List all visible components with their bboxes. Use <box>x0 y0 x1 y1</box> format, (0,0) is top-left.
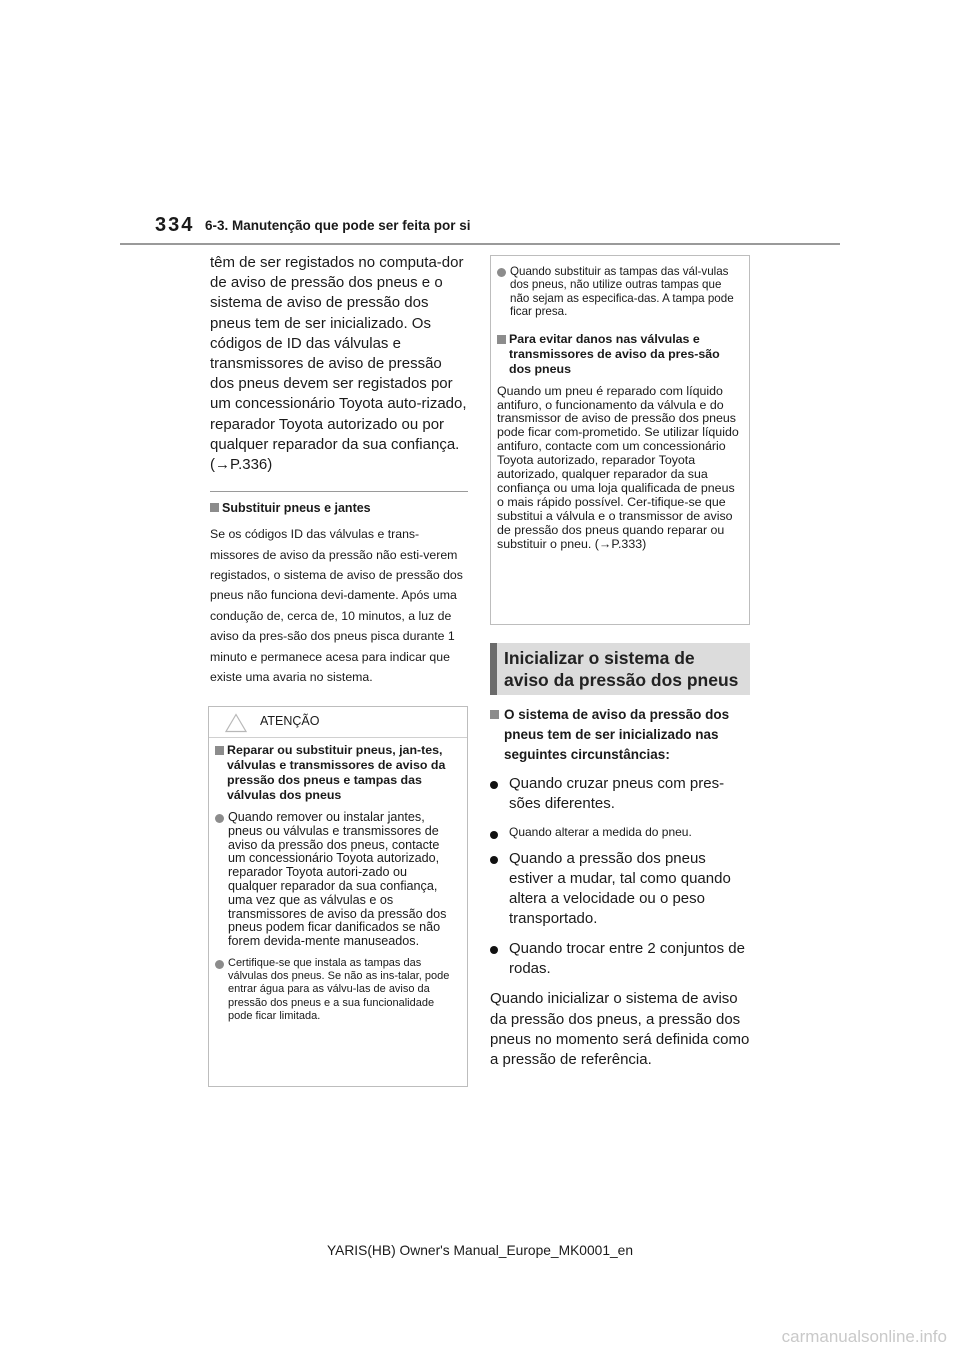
condition-heading: O sistema de aviso da pressão dos pneus … <box>490 705 752 765</box>
list-item-text: Quando substituir as tampas das vál-vula… <box>510 265 734 319</box>
right-column: Quando substituir as tampas das vál-vula… <box>490 255 750 625</box>
list-item-text: Certifique-se que instala as tampas das … <box>228 956 450 1022</box>
list-item: Quando cruzar pneus com pres-sões difere… <box>490 774 752 815</box>
list-item: Quando substituir as tampas das vál-vula… <box>497 265 741 319</box>
square-bullet-icon <box>497 334 506 344</box>
square-bullet-icon <box>215 746 224 755</box>
watermark: carmanualsonline.info <box>781 1327 947 1346</box>
closing-paragraph: Quando inicializar o sistema de aviso da… <box>490 990 750 1069</box>
intro-paragraph: têm de ser registados no computa-dor de … <box>210 254 467 474</box>
bullet-dot-icon <box>215 814 224 823</box>
warning-content: Reparar ou substituir pneus, jan-tes, vá… <box>215 743 459 1023</box>
list-item-text: Quando alterar a medida do pneu. <box>509 824 692 839</box>
subsection-divider <box>210 491 468 493</box>
footer-text: YARIS(HB) Owner's Manual_Europe_MK0001_e… <box>326 1243 634 1258</box>
note-content: Quando substituir as tampas das vál-vula… <box>497 265 741 552</box>
section-heading-line: Inicializar o sistema de <box>504 648 695 668</box>
bullet-dot-icon <box>490 830 498 839</box>
section-heading-text: Inicializar o sistema de aviso da pressã… <box>504 647 738 691</box>
warning-header: ATENÇÃO <box>209 707 467 738</box>
warning-box: ATENÇÃO Reparar ou substituir pneus, jan… <box>208 706 468 1087</box>
section-heading-line: aviso da pressão dos pneus <box>504 670 739 690</box>
subheading: Substituir pneus e jantes <box>210 501 468 515</box>
note-block-title-text: Para evitar danos nas válvulas e transmi… <box>509 331 720 376</box>
list-item: Quando trocar entre 2 conjuntos de rodas… <box>490 939 752 980</box>
warning-block-title-text: Reparar ou substituir pneus, jan-tes, vá… <box>227 743 446 802</box>
note-body: Quando um pneu é reparado com líquido an… <box>497 383 739 551</box>
square-bullet-icon <box>490 710 499 719</box>
list-item-text: Quando trocar entre 2 conjuntos de rodas… <box>509 939 745 978</box>
list-item: Quando a pressão dos pneus estiver a mud… <box>490 849 752 930</box>
list-item-text: Quando cruzar pneus com pres-sões difere… <box>509 775 725 813</box>
warning-label: ATENÇÃO <box>260 714 320 728</box>
list-item-text: Quando remover ou instalar jantes, pneus… <box>228 810 447 949</box>
initialization-section: O sistema de aviso da pressão dos pneus … <box>490 705 752 1071</box>
warning-triangle-icon <box>225 713 247 733</box>
left-column: têm de ser registados no computa-dor de … <box>210 253 468 687</box>
square-bullet-icon <box>210 503 219 513</box>
list-item-text: Quando a pressão dos pneus estiver a mud… <box>509 849 731 928</box>
bullet-dot-icon <box>215 959 224 969</box>
section-heading: Inicializar o sistema de aviso da pressã… <box>490 643 750 695</box>
section-title: 6-3. Manutenção que pode ser feita por s… <box>205 218 471 233</box>
bullet-dot-icon <box>497 268 506 277</box>
condition-heading-text: O sistema de aviso da pressão dos pneus … <box>504 707 730 762</box>
list-item: Quando remover ou instalar jantes, pneus… <box>215 810 459 949</box>
heading-accent-bar <box>490 643 497 695</box>
bullet-dot-icon <box>490 945 498 954</box>
page-number: 334 <box>155 214 195 236</box>
list-item: Certifique-se que instala as tampas das … <box>215 957 459 1023</box>
bullet-dot-icon <box>490 855 498 864</box>
bullet-dot-icon <box>490 781 498 789</box>
subheading-text: Substituir pneus e jantes <box>222 501 371 516</box>
subsection-body: Se os códigos ID das válvulas e trans-mi… <box>210 527 463 685</box>
warning-block-title: Reparar ou substituir pneus, jan-tes, vá… <box>215 743 459 803</box>
header-divider <box>120 243 840 245</box>
note-block-title: Para evitar danos nas válvulas e transmi… <box>497 332 741 377</box>
note-box: Quando substituir as tampas das vál-vula… <box>490 255 750 625</box>
list-item: Quando alterar a medida do pneu. <box>490 824 752 840</box>
